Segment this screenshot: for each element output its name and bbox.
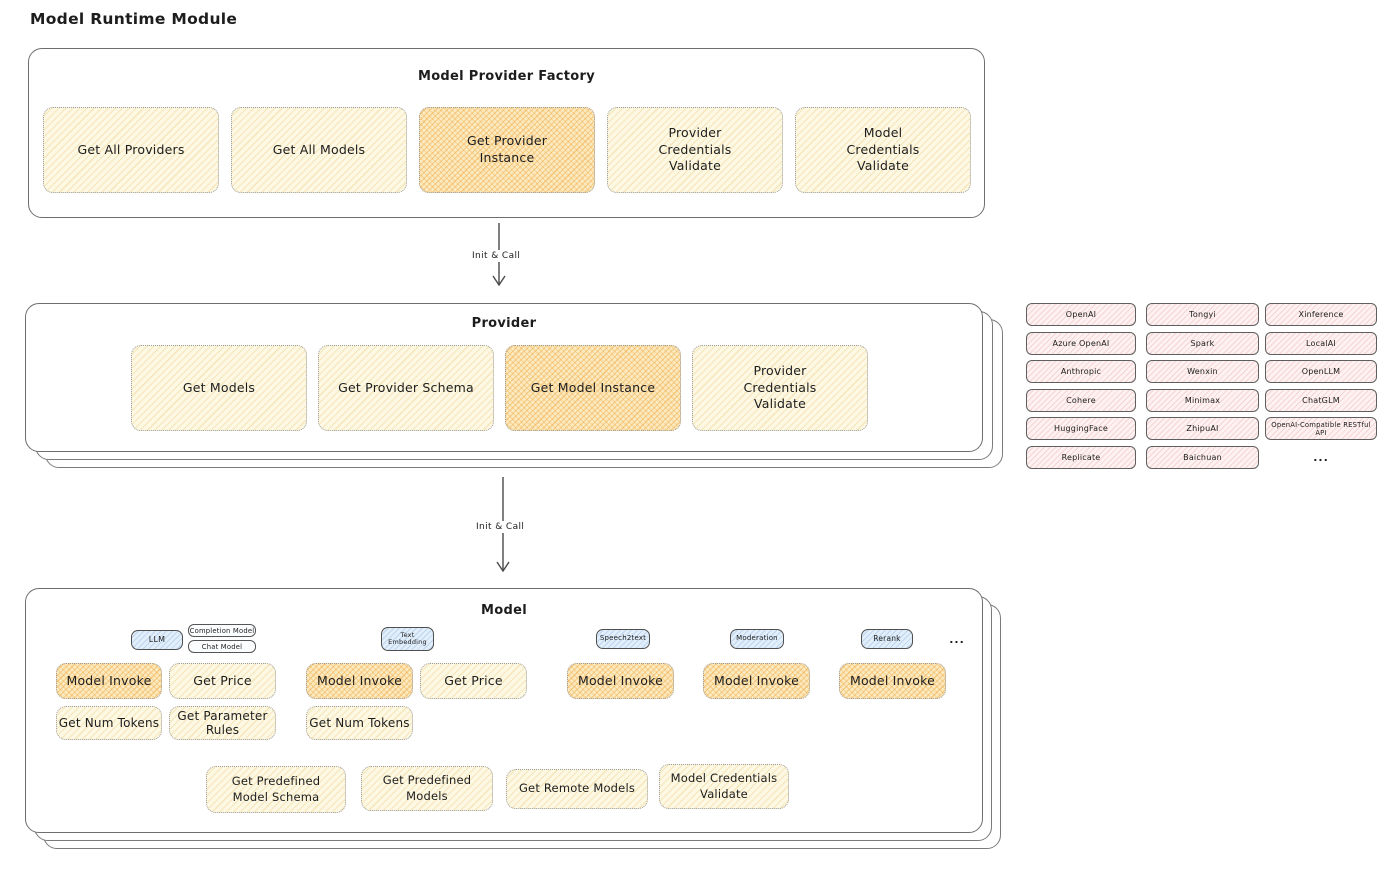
node-get-num-tokens-text-embedding: Get Num Tokens: [306, 706, 413, 740]
page-title: Model Runtime Module: [30, 10, 238, 28]
provider-chip-cohere: Cohere: [1026, 388, 1136, 412]
node-provider-credentials-validate: Provider Credentials Validate: [607, 107, 783, 193]
provider-chip-chatglm: ChatGLM: [1265, 388, 1377, 412]
node-model-credentials-validate: Model Credentials Validate: [795, 107, 971, 193]
node-get-price-llm: Get Price: [169, 663, 276, 699]
node-get-all-models: Get All Models: [231, 107, 407, 193]
provider-chip-anthropic: Anthropic: [1026, 360, 1136, 383]
provider-list-column-3: Xinference LocalAI OpenLLM ChatGLM OpenA…: [1265, 303, 1377, 469]
provider-chip-replicate: Replicate: [1026, 445, 1136, 469]
node-get-num-tokens-llm: Get Num Tokens: [56, 706, 162, 740]
node-get-predefined-model-schema: Get Predefined Model Schema: [206, 766, 346, 813]
node-get-model-instance: Get Model Instance: [505, 345, 681, 431]
provider-container: Provider Get Models Get Provider Schema …: [25, 303, 983, 452]
node-model-credentials-validate-2: Model Credentials Validate: [659, 764, 789, 809]
factory-title: Model Provider Factory: [417, 69, 596, 84]
node-get-predefined-models: Get Predefined Models: [361, 766, 493, 811]
provider-chip-spark: Spark: [1146, 331, 1259, 355]
tag-llm: LLM: [131, 630, 183, 650]
provider-title: Provider: [471, 316, 537, 331]
provider-chip-zhipuai: ZhipuAI: [1146, 417, 1259, 440]
node-model-invoke-speech2text: Model Invoke: [567, 663, 674, 699]
provider-list-more: ...: [1313, 450, 1329, 464]
node-get-provider-instance: Get Provider Instance: [419, 107, 595, 193]
provider-chip-openai: OpenAI: [1026, 303, 1136, 326]
tag-chat-model: Chat Model: [188, 640, 256, 653]
tag-rerank: Rerank: [861, 629, 913, 649]
model-container: Model LLM Completion Model Chat Model Te…: [25, 588, 983, 833]
tag-text-embedding: Text Embedding: [381, 627, 434, 651]
provider-list-column-2: Tongyi Spark Wenxin Minimax ZhipuAI Baic…: [1146, 303, 1259, 469]
tag-completion-model: Completion Model: [188, 624, 256, 637]
provider-chip-openllm: OpenLLM: [1265, 360, 1377, 383]
provider-chip-azure-openai: Azure OpenAI: [1026, 331, 1136, 355]
node-get-remote-models: Get Remote Models: [506, 769, 648, 809]
node-get-provider-schema: Get Provider Schema: [318, 345, 494, 431]
provider-chip-minimax: Minimax: [1146, 388, 1259, 412]
provider-chip-localai: LocalAI: [1265, 331, 1377, 355]
provider-chip-openai-compatible: OpenAI-Compatible RESTful API: [1265, 417, 1377, 440]
model-title: Model: [481, 603, 527, 618]
node-get-parameter-rules: Get Parameter Rules: [169, 706, 276, 740]
provider-chip-tongyi: Tongyi: [1146, 303, 1259, 326]
model-types-more: ...: [949, 632, 965, 646]
tag-moderation: Moderation: [730, 629, 784, 649]
provider-list-column-1: OpenAI Azure OpenAI Anthropic Cohere Hug…: [1026, 303, 1136, 469]
arrow-label-init-call-1: Init & Call: [468, 250, 525, 262]
node-get-all-providers: Get All Providers: [43, 107, 219, 193]
factory-container: Model Provider Factory Get All Providers…: [28, 48, 985, 218]
node-model-invoke-moderation: Model Invoke: [703, 663, 810, 699]
provider-chip-baichuan: Baichuan: [1146, 445, 1259, 469]
arrow-label-init-call-2: Init & Call: [472, 521, 529, 533]
provider-chip-wenxin: Wenxin: [1146, 360, 1259, 383]
node-model-invoke-text-embedding: Model Invoke: [306, 663, 413, 699]
tag-speech2text: Speech2text: [596, 629, 650, 649]
node-get-price-text-embedding: Get Price: [420, 663, 527, 699]
node-get-models: Get Models: [131, 345, 307, 431]
node-model-invoke-rerank: Model Invoke: [839, 663, 946, 699]
node-model-invoke-llm: Model Invoke: [56, 663, 162, 699]
node-provider-credentials-validate-2: Provider Credentials Validate: [692, 345, 868, 431]
provider-chip-xinference: Xinference: [1265, 303, 1377, 326]
provider-chip-huggingface: HuggingFace: [1026, 417, 1136, 440]
